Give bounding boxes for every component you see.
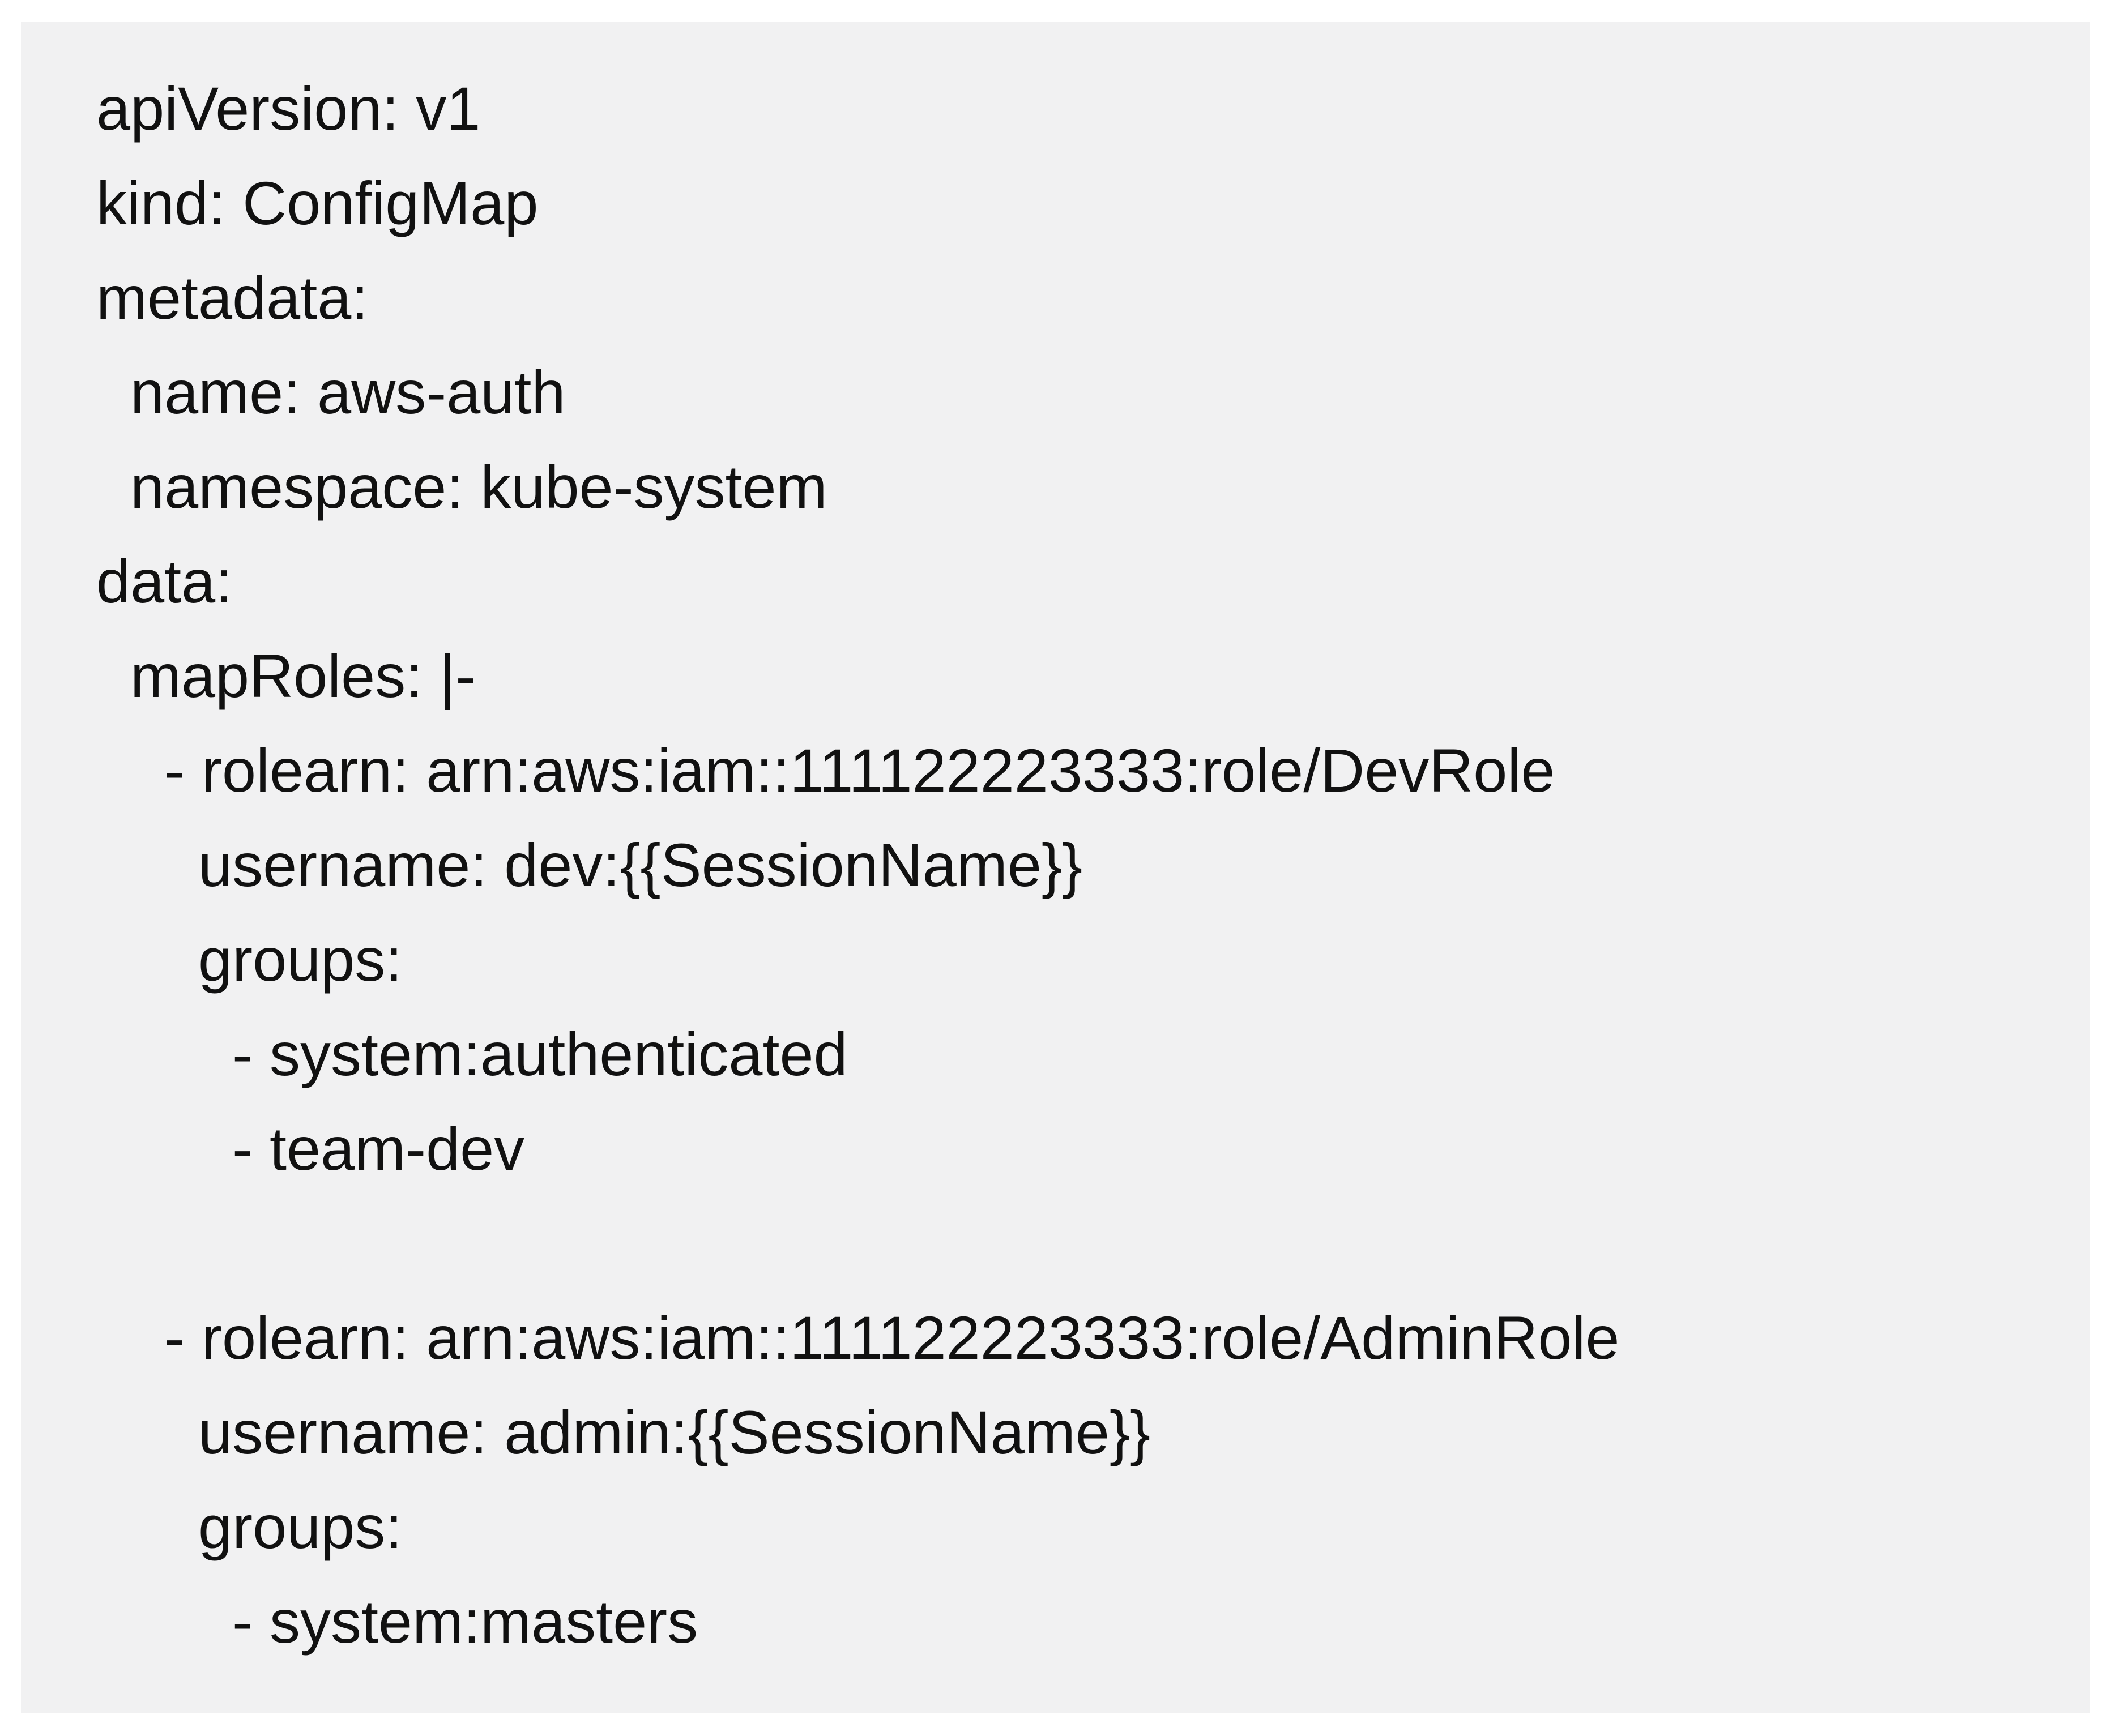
code-line-apiversion: apiVersion: v1	[96, 74, 481, 143]
code-line-groups-dev: groups:	[96, 925, 403, 994]
code-line-namespace: namespace: kube-system	[96, 452, 827, 521]
code-line-group-system-authenticated: - system:authenticated	[96, 1020, 848, 1088]
code-line-group-system-masters: - system:masters	[96, 1587, 698, 1656]
code-line-name: name: aws-auth	[96, 358, 566, 426]
code-line-rolearn-dev: - rolearn: arn:aws:iam::111122223333:rol…	[96, 736, 1555, 805]
code-line-blank	[96, 1196, 2068, 1290]
code-line-group-team-dev: - team-dev	[96, 1114, 525, 1183]
code-line-rolearn-admin: - rolearn: arn:aws:iam::111122223333:rol…	[96, 1303, 1620, 1372]
yaml-code-panel: apiVersion: v1 kind: ConfigMap metadata: n…	[21, 22, 2090, 1713]
code-line-metadata: metadata:	[96, 263, 369, 332]
code-line-username-admin: username: admin:{{SessionName}}	[96, 1398, 1151, 1466]
code-line-groups-admin: groups:	[96, 1493, 403, 1561]
code-line-maproles: mapRoles: |-	[96, 642, 476, 710]
code-line-username-dev: username: dev:{{SessionName}}	[96, 831, 1083, 899]
code-line-data: data:	[96, 547, 233, 615]
code-line-kind: kind: ConfigMap	[96, 169, 539, 237]
yaml-code-block: apiVersion: v1 kind: ConfigMap metadata: n…	[21, 22, 2090, 1669]
